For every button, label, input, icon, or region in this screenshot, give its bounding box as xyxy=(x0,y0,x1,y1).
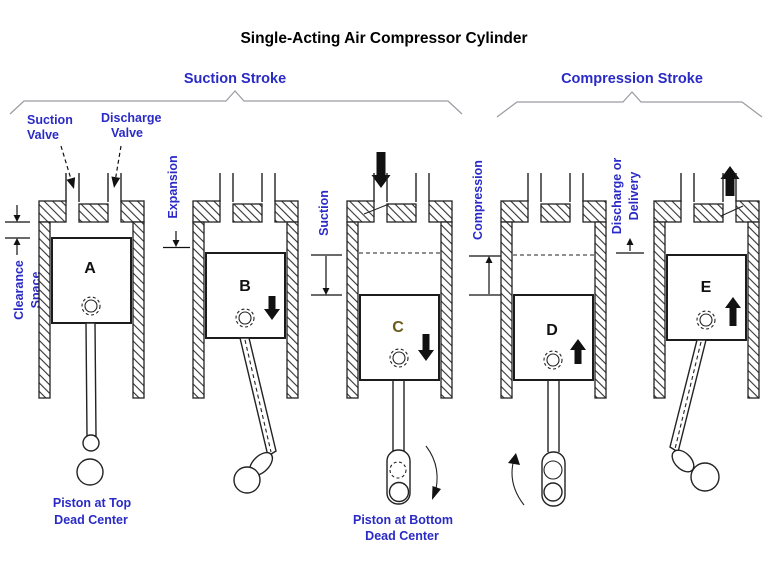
connecting-rod-c xyxy=(386,380,411,505)
discharge-mark xyxy=(616,238,644,254)
connecting-rod-d xyxy=(541,380,566,507)
valve-stems-e xyxy=(680,173,737,202)
clearance-space-label: Clearance Space xyxy=(12,260,43,320)
cylinder-wall-right-e xyxy=(747,221,760,399)
cylinder-head-d xyxy=(500,200,607,223)
wrist-pin-b-inner xyxy=(238,311,252,325)
discharge-label-line2: Delivery xyxy=(627,172,641,221)
crank-pin-b xyxy=(233,466,261,494)
suction-dimension xyxy=(311,254,342,296)
piston-motion-arrow-b xyxy=(264,296,280,320)
connecting-rod-b xyxy=(233,337,277,494)
cylinder-wall-right-a xyxy=(132,221,145,399)
suction-stroke-bracket xyxy=(9,90,463,115)
piston-letter-b: B xyxy=(239,278,251,295)
valve-stems-c xyxy=(373,173,430,202)
cylinder-head-e xyxy=(653,200,760,223)
crank-pin-d xyxy=(543,482,563,502)
tdc-caption: Piston at Top Dead Center xyxy=(53,496,132,527)
wrist-pin-c-inner xyxy=(392,351,406,365)
valve-stems-d xyxy=(527,173,584,202)
crank-pin-a xyxy=(76,458,104,486)
cylinder-wall-left-a xyxy=(38,221,51,399)
figure-title: Single-Acting Air Compressor Cylinder xyxy=(240,30,527,47)
cylinder-head-c xyxy=(346,200,453,223)
suction-valve-label-line2: Valve xyxy=(27,128,59,142)
cylinder-wall-left-d xyxy=(500,221,513,399)
discharge-valve-arrow xyxy=(111,145,122,188)
piston-letter-d: D xyxy=(546,322,558,339)
open-discharge-valve xyxy=(720,205,744,217)
clearance-dimension xyxy=(5,205,30,255)
suction-label: Suction xyxy=(317,190,331,236)
cylinder-a: A xyxy=(38,173,145,486)
cylinder-head-b xyxy=(192,200,299,223)
discharge-label-line1: Discharge or xyxy=(610,158,624,235)
expansion-mark xyxy=(163,231,190,249)
crank-pin-e xyxy=(690,462,720,492)
wrist-pin-e-inner xyxy=(699,313,713,327)
crank-pin-c xyxy=(388,481,410,503)
wrist-pin-d xyxy=(543,350,563,370)
piston-motion-arrow-c xyxy=(418,334,434,361)
wrist-pin-e xyxy=(696,310,716,330)
wrist-pin-d-inner xyxy=(546,353,560,367)
intake-air-arrow xyxy=(371,152,391,188)
cylinder-wall-right-d xyxy=(594,221,607,399)
piston-letter-c: C xyxy=(392,319,404,336)
cylinder-head-a xyxy=(38,200,145,223)
piston-b xyxy=(205,252,286,339)
bdc-caption-line2: Dead Center xyxy=(365,529,439,543)
tdc-caption-line2: Dead Center xyxy=(54,513,128,527)
piston-letter-a: A xyxy=(84,260,96,277)
discharge-air-arrow xyxy=(720,166,740,196)
piston-motion-arrow-e xyxy=(725,297,741,326)
cylinder-wall-right-c xyxy=(440,221,453,399)
rotation-arrow-c xyxy=(425,445,441,500)
wrist-pin-b xyxy=(235,308,255,328)
piston-e xyxy=(666,254,747,341)
cylinder-b: B xyxy=(192,173,299,494)
cylinder-d: D xyxy=(500,173,607,507)
connecting-rod-a xyxy=(76,322,104,486)
connecting-rod-e xyxy=(669,339,720,492)
compression-label: Compression xyxy=(471,160,485,240)
piston-letter-e: E xyxy=(701,279,712,296)
suction-valve-label-line1: Suction xyxy=(27,113,73,127)
bdc-caption-line1: Piston at Bottom xyxy=(353,513,453,527)
expansion-label: Expansion xyxy=(166,155,180,218)
rotation-arrow-d xyxy=(508,453,525,506)
cylinder-c: C xyxy=(346,152,453,505)
discharge-delivery-label: Discharge or Delivery xyxy=(610,158,641,235)
cylinder-e: E xyxy=(653,166,760,492)
discharge-valve-label: Discharge Valve xyxy=(101,111,161,140)
cylinder-wall-left-c xyxy=(346,221,359,399)
cylinder-wall-right-b xyxy=(286,221,299,399)
wrist-pin-a-inner xyxy=(84,299,98,313)
suction-stroke-label: Suction Stroke xyxy=(184,71,286,87)
suction-valve-arrow xyxy=(60,145,76,189)
open-suction-valve xyxy=(363,203,390,215)
wrist-pin-c xyxy=(389,348,409,368)
discharge-valve-label-line1: Discharge xyxy=(101,111,161,125)
compression-stroke-label: Compression Stroke xyxy=(561,71,703,87)
piston-motion-arrow-d xyxy=(570,339,586,364)
compression-stroke-bracket xyxy=(496,91,763,118)
piston-a xyxy=(51,237,132,324)
suction-valve-label: Suction Valve xyxy=(27,113,73,142)
cylinder-wall-left-e xyxy=(653,221,666,399)
cylinder-wall-left-b xyxy=(192,221,205,399)
tdc-caption-line1: Piston at Top xyxy=(53,496,132,510)
wrist-pin-a xyxy=(81,296,101,316)
valve-stems-a xyxy=(65,173,122,202)
bdc-caption: Piston at Bottom Dead Center xyxy=(353,513,453,543)
discharge-valve-label-line2: Valve xyxy=(111,126,143,140)
valve-stems-b xyxy=(219,173,276,202)
clearance-label-line1: Clearance xyxy=(12,260,26,320)
